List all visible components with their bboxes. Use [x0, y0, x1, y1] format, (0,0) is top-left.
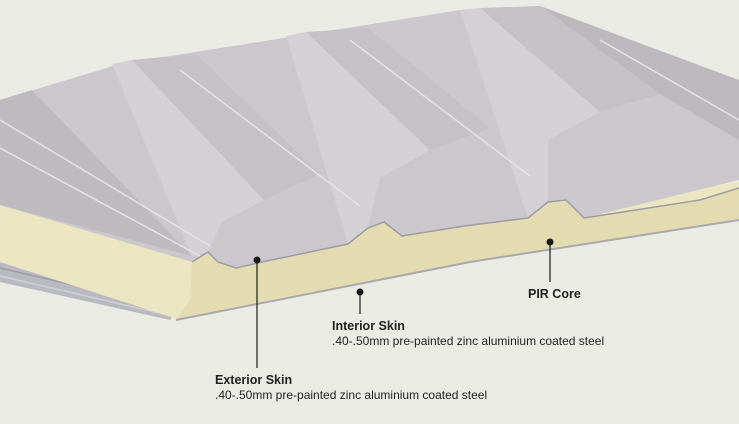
interior-skin-dot	[356, 288, 364, 296]
exterior-skin-dot	[253, 256, 261, 264]
pir-core-layer	[0, 182, 739, 321]
interior-skin-label: Interior Skin .40-.50mm pre-painted zinc…	[332, 319, 604, 349]
pir-core-label: PIR Core	[528, 287, 581, 302]
exterior-skin-title: Exterior Skin	[215, 373, 293, 387]
interior-skin-desc: .40-.50mm pre-painted zinc aluminium coa…	[332, 334, 605, 348]
exterior-skin-desc: .40-.50mm pre-painted zinc aluminium coa…	[215, 388, 488, 402]
pir-core-dot	[546, 238, 554, 246]
core-front-profile	[176, 188, 739, 320]
interior-skin-title: Interior Skin	[332, 319, 405, 333]
pir-core-title: PIR Core	[528, 287, 581, 301]
exterior-skin-label: Exterior Skin .40-.50mm pre-painted zinc…	[215, 373, 487, 403]
leader-lines	[253, 238, 554, 368]
exterior-roof-sheet	[0, 6, 739, 269]
